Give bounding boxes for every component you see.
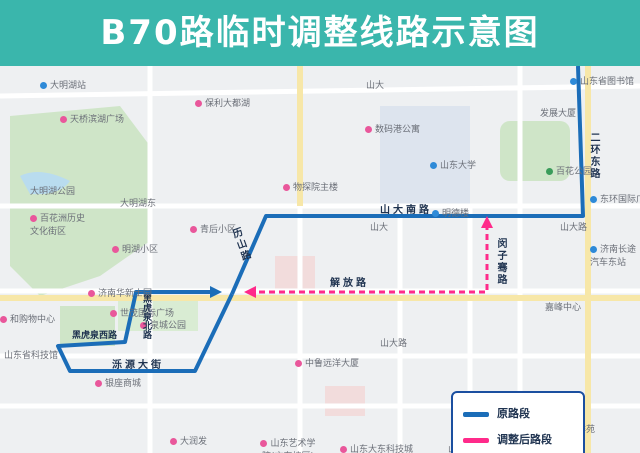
legend-swatch-adjusted <box>463 437 489 443</box>
page-title: B70路临时调整线路示意图 <box>100 13 540 53</box>
legend-swatch-original <box>463 411 489 417</box>
label-shimao: 世茂国际广场 <box>110 306 174 319</box>
road-shanda-south: 山大南路 <box>380 205 432 216</box>
label-kejiguan: 山东省科技馆 <box>4 351 59 361</box>
label-fazhan: 发展大厦 <box>540 109 577 119</box>
legend-row-original: 原路段 <box>463 405 530 423</box>
label-baoli: 保利大都湖 <box>195 96 250 109</box>
legend-label-original: 原路段 <box>497 407 530 420</box>
label-baihuazhou: 百花洲历史文化街区 <box>30 211 90 237</box>
block-area-2 <box>325 386 365 416</box>
adjusted-route <box>250 224 489 294</box>
label-shanda-road: 山大路 <box>560 223 588 233</box>
label-shanda-top: 山大 <box>366 81 385 91</box>
label-shanda-lower: 山大路 <box>380 339 408 349</box>
road-heihuquan-west: 黑虎泉西路 <box>72 331 118 341</box>
label-huashanfu: 济南华新士园 <box>88 286 152 299</box>
label-daminghu: 大明湖站 <box>40 78 86 91</box>
label-kejicheng: 山东大东科技城 <box>340 442 413 453</box>
label-daming-park: 大明湖公园 <box>30 187 76 197</box>
road-erhuan-east: 二环东路 <box>588 132 599 180</box>
green-area-sw <box>60 306 115 346</box>
label-tianqiao: 天桥滨湖广场 <box>60 112 124 125</box>
road-heihuquan-north: 黑虎泉北路 <box>141 294 151 339</box>
label-minghu: 明湖小区 <box>112 242 158 255</box>
label-zhongtou: 中鲁远洋大厦 <box>295 356 359 369</box>
label-daming-east: 大明湖东 <box>120 199 157 209</box>
legend-box: 原路段 调整后路段 <box>451 391 585 453</box>
label-quancheng-station: 济南长途汽车东站 <box>590 242 638 268</box>
legend-label-adjusted: 调整后路段 <box>497 433 552 446</box>
label-dongtuan: 东环国际广场 <box>590 192 640 205</box>
label-hehe-center: 和购物中心 <box>0 312 55 325</box>
label-mingde: 明德楼 <box>432 206 469 219</box>
label-quancheng-park: 泉城公园 <box>140 318 186 331</box>
label-lianhe: 银座商城 <box>95 376 141 389</box>
label-shandong-univ: 山东大学 <box>430 158 476 171</box>
label-shanda-mid: 山大 <box>370 223 389 233</box>
label-jiajiayue: 嘉峰中心 <box>545 303 582 313</box>
label-dadian: 大润发 <box>170 434 207 447</box>
route-arrow-pink-left <box>244 286 256 298</box>
label-qinghou: 青后小区 <box>190 222 236 235</box>
title-banner: B70路临时调整线路示意图 <box>0 0 640 66</box>
route-arrow-pink-up <box>481 216 493 228</box>
route-map[interactable]: 大明湖站 天桥滨湖广场 保利大都湖 山大 山东省图书馆 发展大厦 数码港公寓 山… <box>0 66 640 453</box>
label-baihua: 百花公园 <box>546 164 592 177</box>
label-yiyuan: 山东艺术学院(文东校区) <box>258 436 318 453</box>
label-shuma: 数码港公寓 <box>365 122 420 135</box>
block-area <box>275 256 315 291</box>
road-jiefang: 解放路 <box>330 278 369 289</box>
route-arrow-blue <box>210 286 222 298</box>
road-minzi: 闵子骞路 <box>495 238 506 286</box>
campus-area <box>380 106 470 206</box>
lake-water <box>20 172 70 195</box>
legend-row-adjusted: 调整后路段 <box>463 431 552 449</box>
road-luoyuan: 泺源大街 <box>112 360 164 371</box>
label-wuyuan: 物探院主楼 <box>283 180 338 193</box>
label-shandong-library: 山东省图书馆 <box>570 74 634 87</box>
